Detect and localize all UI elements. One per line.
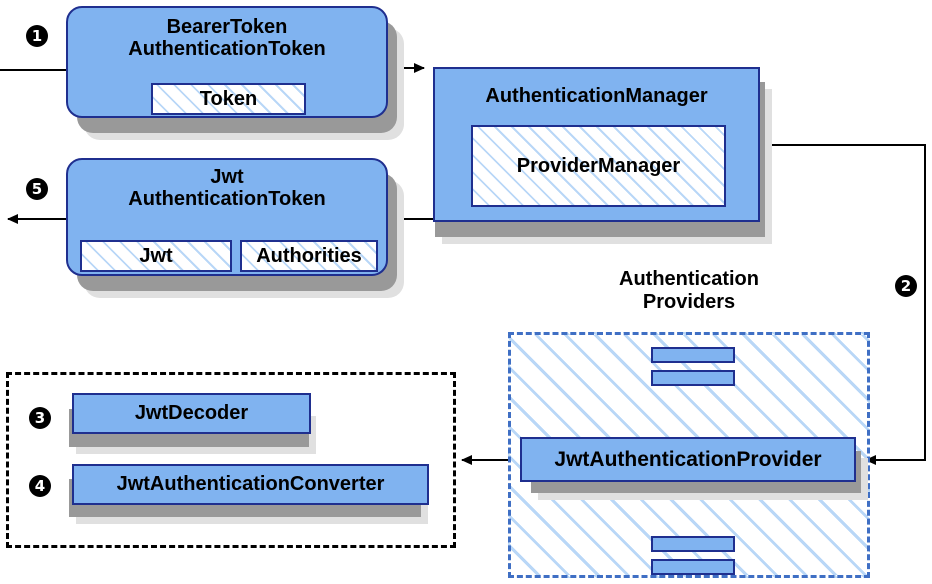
step-badge-1: 1 [26, 25, 48, 47]
node-jwt-authentication-provider[interactable]: JwtAuthenticationProvider [520, 437, 856, 482]
provider-stack-bar-top-2 [651, 370, 735, 386]
jwt-token-title-line-1: Jwt [210, 166, 244, 188]
step-badge-5: 5 [26, 178, 48, 200]
jwt-decoder-title: JwtDecoder [134, 402, 249, 425]
bearer-token-title-line-2: AuthenticationToken [128, 38, 326, 61]
group-label-authentication-providers: Authentication Providers [589, 268, 789, 314]
node-jwt-authentication-converter[interactable]: JwtAuthenticationConverter [72, 464, 429, 505]
step-badge-4: 4 [29, 475, 51, 497]
provider-stack-bar-top-1 [651, 347, 735, 363]
node-jwt-authentication-token[interactable]: Jwt AuthenticationToken Jwt Authorities [66, 158, 388, 276]
jwt-token-title-line-2: AuthenticationToken [128, 188, 326, 211]
node-jwt-decoder[interactable]: JwtDecoder [72, 393, 311, 434]
step-badge-3: 3 [29, 407, 51, 429]
authentication-manager-compartment-provider-manager: ProviderManager [471, 125, 726, 207]
provider-stack-bar-bottom-1 [651, 536, 735, 552]
jwt-token-compartment-jwt: Jwt [80, 240, 232, 272]
authentication-manager-title: AuthenticationManager [485, 85, 708, 107]
jwt-authentication-converter-title: JwtAuthenticationConverter [116, 473, 385, 496]
group-label-line-2: Providers [642, 291, 736, 313]
group-label-line-1: Authentication [619, 268, 759, 290]
bearer-token-compartment-token: Token [151, 83, 306, 115]
step-badge-2: 2 [895, 275, 917, 297]
bearer-token-title-line-1: BearerToken [166, 16, 288, 38]
provider-stack-bar-bottom-2 [651, 559, 735, 575]
jwt-token-compartment-authorities: Authorities [240, 240, 378, 272]
node-bearer-token-authentication-token[interactable]: BearerToken AuthenticationToken Token [66, 6, 388, 118]
node-authentication-manager[interactable]: AuthenticationManager ProviderManager [433, 67, 760, 222]
jwt-authentication-provider-title: JwtAuthenticationProvider [554, 447, 822, 471]
